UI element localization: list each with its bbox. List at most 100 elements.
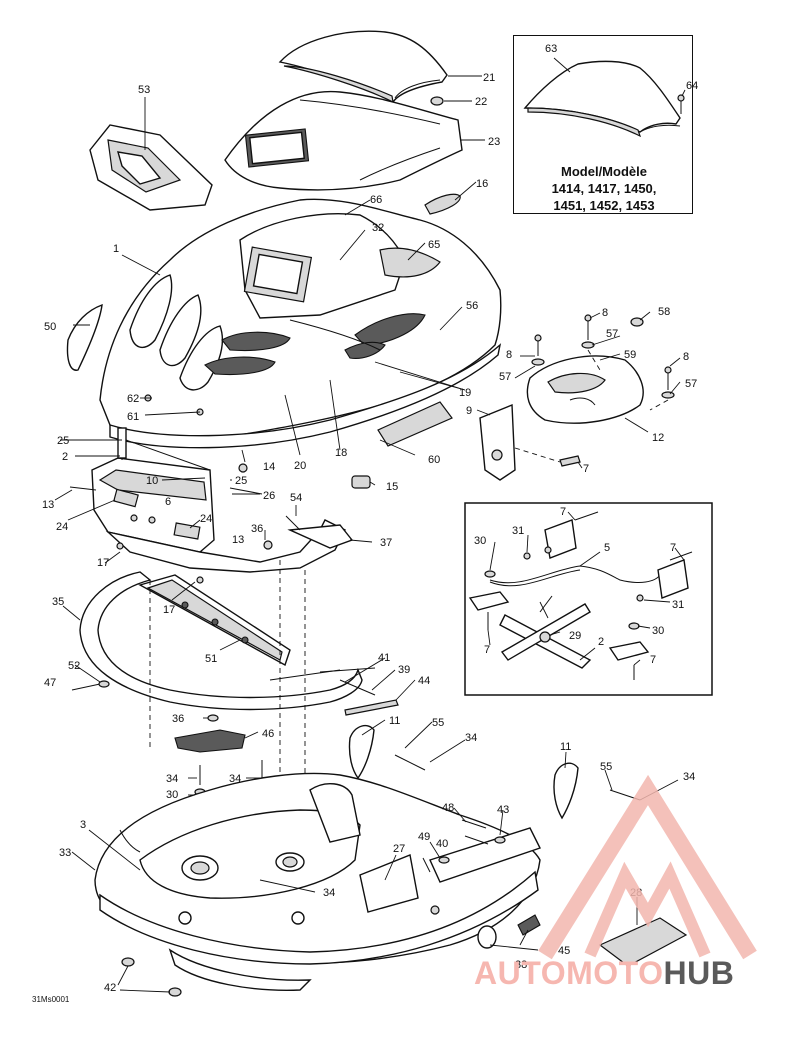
callout-19: 19 (459, 387, 471, 399)
callout-7c: 7 (670, 542, 676, 554)
model-numbers-line2: 1451, 1452, 1453 (553, 198, 655, 213)
callout-5: 5 (604, 542, 610, 554)
callout-11b: 11 (560, 741, 571, 753)
trim-strip-part (66, 303, 103, 371)
callout-29: 29 (569, 630, 581, 642)
callout-36b: 36 (172, 713, 184, 725)
callout-16: 16 (476, 178, 488, 190)
callout-63: 63 (545, 43, 557, 55)
lower-hull-part (94, 772, 541, 991)
callout-41: 41 (378, 652, 390, 664)
callout-65: 65 (428, 239, 440, 251)
callout-30: 30 (474, 535, 486, 547)
callout-6: 6 (165, 496, 171, 508)
callout-13: 13 (42, 499, 54, 511)
deflector-part (348, 724, 375, 780)
model-numbers-line1: 1414, 1417, 1450, (551, 181, 657, 196)
callout-53: 53 (138, 84, 150, 96)
deflector-right-part (553, 762, 579, 820)
callout-60: 60 (428, 454, 440, 466)
callout-45: 45 (558, 945, 570, 957)
callout-15: 15 (386, 481, 398, 493)
washer-part (207, 714, 219, 722)
callout-34e: 34 (683, 771, 695, 783)
callout-30b: 30 (652, 625, 664, 637)
callout-21: 21 (483, 72, 495, 84)
callout-57c: 57 (685, 378, 697, 390)
callout-42: 42 (104, 982, 116, 994)
model-note: Model/Modèle 1414, 1417, 1450, 1451, 145… (516, 163, 692, 214)
callout-51: 51 (205, 653, 217, 665)
leader-lines (54, 57, 686, 993)
callout-50: 50 (44, 321, 56, 333)
callout-39: 39 (398, 664, 410, 676)
callout-27: 27 (393, 843, 405, 855)
callout-13b: 13 (232, 534, 244, 546)
callout-25: 25 (57, 435, 69, 447)
callout-9: 9 (466, 405, 472, 417)
callout-61: 61 (127, 411, 139, 423)
callout-8b: 8 (506, 349, 512, 361)
watermark-text-main: AUTOMOTO (474, 955, 664, 991)
callout-20: 20 (294, 460, 306, 472)
drain-cap-part (477, 925, 497, 949)
callout-66: 66 (370, 194, 382, 206)
callout-58: 58 (658, 306, 670, 318)
callout-56: 56 (466, 300, 478, 312)
callout-44: 44 (418, 675, 430, 687)
callout-17b: 17 (163, 604, 175, 616)
callout-52: 52 (68, 660, 80, 672)
callout-36: 36 (251, 523, 263, 535)
callout-35: 35 (52, 596, 64, 608)
callout-14: 14 (263, 461, 275, 473)
nut-42b-part (168, 987, 182, 997)
callout-43: 43 (497, 804, 509, 816)
callout-31: 31 (512, 525, 524, 537)
bumper-part (71, 571, 399, 716)
callout-34d: 34 (323, 887, 335, 899)
console-panel-part (224, 90, 463, 191)
support-bracket-part (174, 729, 246, 753)
watermark-text: AUTOMOTOHUB (474, 955, 734, 992)
callout-34: 34 (166, 773, 178, 785)
callout-23: 23 (488, 136, 500, 148)
drawing-code: 31Ms0001 (32, 995, 70, 1004)
callout-34b: 34 (229, 773, 241, 785)
callout-57b: 57 (499, 371, 511, 383)
callout-11: 11 (389, 715, 400, 727)
callout-2b: 2 (598, 636, 604, 648)
callout-25b: 25 (235, 475, 247, 487)
callout-62: 62 (127, 393, 139, 405)
gauge-bezel-part (89, 124, 213, 211)
callout-48: 48 (442, 802, 454, 814)
main-hood-part (99, 198, 502, 449)
callout-38: 38 (515, 959, 527, 971)
cable-detail-inset-frame (464, 502, 713, 696)
callout-26: 26 (263, 490, 275, 502)
callout-55b: 55 (600, 761, 612, 773)
model-variant-inset (523, 60, 685, 138)
callout-55: 55 (432, 717, 444, 729)
callout-8: 8 (602, 307, 608, 319)
watermark-logo-mark (538, 774, 757, 960)
bracket-assembly-part (69, 427, 354, 584)
callout-10: 10 (146, 475, 158, 487)
windshield-part (278, 30, 448, 104)
reflector-plate-part (517, 914, 541, 936)
callout-54: 54 (290, 492, 302, 504)
nut-part (430, 96, 444, 106)
watermark-text-hub: HUB (663, 955, 735, 991)
callout-7b: 7 (560, 506, 566, 518)
callout-7e: 7 (650, 654, 656, 666)
callout-37: 37 (380, 537, 392, 549)
callout-2: 2 (62, 451, 68, 463)
callout-47: 47 (44, 677, 56, 689)
callout-7d: 7 (484, 644, 490, 656)
model-label: Model/Modèle (561, 164, 647, 179)
callout-18: 18 (335, 447, 347, 459)
rear-cover-part (479, 355, 644, 481)
callout-labels: 1 2 2 3 5 6 7 7 7 7 7 8 8 8 9 10 11 11 1… (42, 43, 698, 994)
callout-1: 1 (113, 243, 119, 255)
callout-57: 57 (606, 328, 618, 340)
